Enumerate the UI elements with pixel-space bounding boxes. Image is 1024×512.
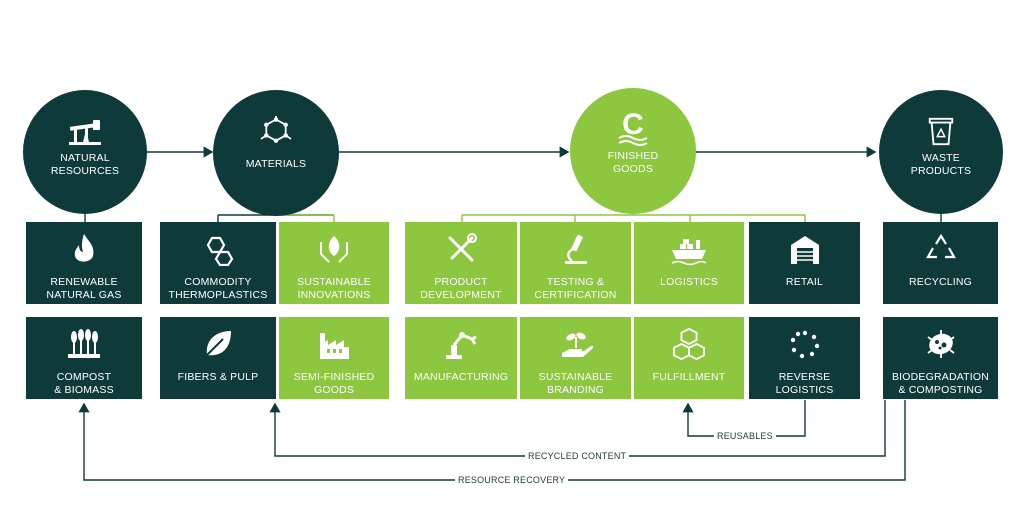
renewable-natural-gas-label: RENEWABLE NATURAL GAS: [46, 276, 122, 301]
cargo-ship-icon: [671, 239, 707, 266]
box-recycling: RECYCLING: [883, 222, 998, 304]
semi-finished-goods-label: SEMI-FINISHED GOODS: [293, 371, 375, 396]
node-waste-products: WASTE PRODUCTS: [879, 90, 1003, 214]
box-retail: RETAIL: [749, 222, 860, 304]
sustainable-branding-label: SUSTAINABLE BRANDING: [538, 371, 613, 396]
microbe-icon: [926, 330, 955, 358]
logistics-label: LOGISTICS: [660, 276, 718, 288]
box-sustainable-branding: SUSTAINABLE BRANDING: [520, 317, 631, 399]
testing-certification-label: TESTING & CERTIFICATION: [534, 276, 617, 301]
molecule-icon: [260, 116, 292, 143]
retail-label: RETAIL: [785, 276, 824, 288]
manufacturing-label: MANUFACTURING: [413, 371, 509, 383]
product-development-label: PRODUCT DEVELOPMENT: [420, 276, 502, 301]
commodity-thermoplastics-label: COMMODITY THERMOPLASTICS: [168, 276, 268, 301]
box-fibers-pulp: FIBERS & PULP: [160, 317, 276, 399]
recycle-bin-icon: [928, 117, 954, 146]
node-natural-resources: NATURAL RESOURCES: [23, 90, 147, 214]
box-testing-certification: TESTING & CERTIFICATION: [520, 222, 631, 304]
waste-products-label: WASTE PRODUCTS: [910, 152, 972, 177]
box-semi-finished-goods: SEMI-FINISHED GOODS: [279, 317, 389, 399]
tools-icon: [448, 233, 477, 262]
box-product-development: PRODUCT DEVELOPMENT: [405, 222, 517, 304]
robot-arm-icon: [446, 332, 477, 359]
recycle-icon: [925, 233, 956, 259]
resource-recovery-loop: [78, 400, 906, 481]
box-manufacturing: MANUFACTURING: [405, 317, 517, 399]
factory-icon: [320, 333, 349, 359]
svg-text:C: C: [622, 108, 644, 141]
reverse-logistics-label: REVERSE LOGISTICS: [775, 371, 834, 396]
oil-pump-icon: [69, 120, 101, 145]
recycled-content-loop: [269, 400, 886, 457]
cycle-arrows-icon: [790, 330, 819, 359]
warehouse-icon: [790, 236, 819, 264]
box-reverse-logistics: REVERSE LOGISTICS: [749, 317, 860, 399]
microscope-icon: [564, 234, 587, 264]
box-commodity-thermoplastics: COMMODITY THERMOPLASTICS: [160, 222, 276, 304]
hexagon-molecule-icon: [206, 236, 234, 266]
box-compost-biomass: COMPOST & BIOMASS: [26, 317, 142, 399]
resource-recovery-label: RESOURCE RECOVERY: [455, 475, 569, 485]
box-biodegradation-composting: BIODEGRADATION & COMPOSTING: [883, 317, 998, 399]
materials-label: MATERIALS: [245, 158, 307, 170]
flame-icon: [74, 234, 94, 262]
recycling-label: RECYCLING: [908, 276, 973, 288]
sustainable-innovations-label: SUSTAINABLE INNOVATIONS: [297, 276, 371, 301]
node-materials: MATERIALS: [213, 90, 339, 216]
recycled-content-label: RECYCLED CONTENT: [525, 451, 630, 461]
wheat-icon: [68, 329, 100, 358]
c-logo-icon: C: [618, 108, 648, 146]
boxes-icon: [672, 327, 706, 361]
fibers-pulp-label: FIBERS & PULP: [177, 371, 259, 383]
box-logistics: LOGISTICS: [634, 222, 744, 304]
hand-sprout-icon: [561, 332, 593, 357]
box-fulfillment: FULFILLMENT: [634, 317, 744, 399]
box-sustainable-innovations: SUSTAINABLE INNOVATIONS: [279, 222, 389, 304]
natural-resources-label: NATURAL RESOURCES: [50, 152, 120, 177]
hands-leaf-icon: [320, 236, 348, 263]
box-renewable-natural-gas: RENEWABLE NATURAL GAS: [26, 222, 142, 304]
finished-goods-label: FINISHED GOODS: [607, 150, 659, 175]
reusables-label: REUSABLES: [714, 431, 776, 441]
node-finished-goods: C FINISHED GOODS: [570, 88, 696, 214]
compost-biomass-label: COMPOST & BIOMASS: [54, 371, 114, 396]
fulfillment-label: FULFILLMENT: [652, 371, 726, 383]
leaf-icon: [206, 331, 231, 356]
biodegradation-composting-label: BIODEGRADATION & COMPOSTING: [891, 371, 990, 396]
